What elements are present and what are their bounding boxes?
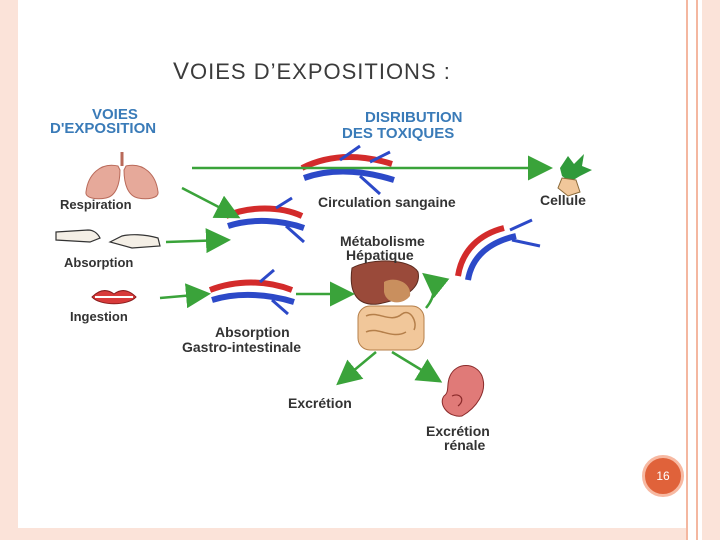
label-cellule: Cellule — [540, 192, 586, 208]
arrow-to-kidney — [391, 350, 443, 383]
slide-title-lead: V — [173, 58, 191, 85]
kidney-icon — [441, 365, 484, 417]
slide-frame-bottom — [0, 528, 720, 540]
slide-title-rest: OIES D’EXPOSITIONS : — [190, 59, 451, 84]
lungs-icon — [85, 152, 159, 200]
hands-icon — [55, 229, 161, 249]
slide-title: VOIES D’EXPOSITIONS : — [173, 58, 451, 86]
label-absorption-gi: Absorption — [215, 324, 290, 340]
route-absorption-label: Absorption — [64, 255, 133, 270]
lips-icon — [91, 290, 137, 305]
intestines-icon — [357, 305, 425, 351]
slide-frame-left — [0, 0, 18, 540]
liver-icon — [350, 260, 419, 305]
route-respiration-label: Respiration — [60, 197, 132, 212]
header-distribution: DISRIBUTION — [365, 109, 463, 126]
blood-vessel-middle — [224, 196, 306, 244]
flow-arrows — [159, 155, 553, 386]
label-excretion-renale: Excrétion — [426, 423, 490, 439]
blood-vessel-right — [455, 218, 541, 281]
arrow-ingestion — [159, 283, 211, 309]
label-metabolisme: Métabolisme — [340, 233, 425, 249]
header-exposition: D'EXPOSITION — [50, 120, 156, 137]
label-renale: rénale — [444, 437, 485, 453]
header-voies: VOIES — [92, 106, 138, 123]
header-toxiques: DES TOXIQUES — [342, 125, 454, 142]
toxicology-diagram: VOIES D'EXPOSITION DISRIBUTION DES TOXIQ… — [50, 106, 592, 453]
cell-icon — [557, 154, 592, 197]
label-excretion: Excrétion — [288, 395, 352, 411]
arrow-to-excretion — [336, 351, 377, 386]
label-circulation: Circulation sangaine — [318, 194, 456, 210]
page-number-badge: 16 — [642, 455, 684, 497]
arrow-absorption — [165, 228, 231, 254]
blood-vessel-lower — [208, 268, 295, 316]
label-gastro-intestinale: Gastro-intestinale — [182, 339, 301, 355]
slide-frame-right — [686, 0, 720, 540]
blood-vessel-top — [300, 144, 395, 196]
label-hepatique: Hépatique — [346, 247, 414, 263]
arrow-liver-loop — [422, 272, 450, 309]
arrow-respiration — [181, 186, 241, 219]
route-ingestion-label: Ingestion — [70, 309, 128, 324]
